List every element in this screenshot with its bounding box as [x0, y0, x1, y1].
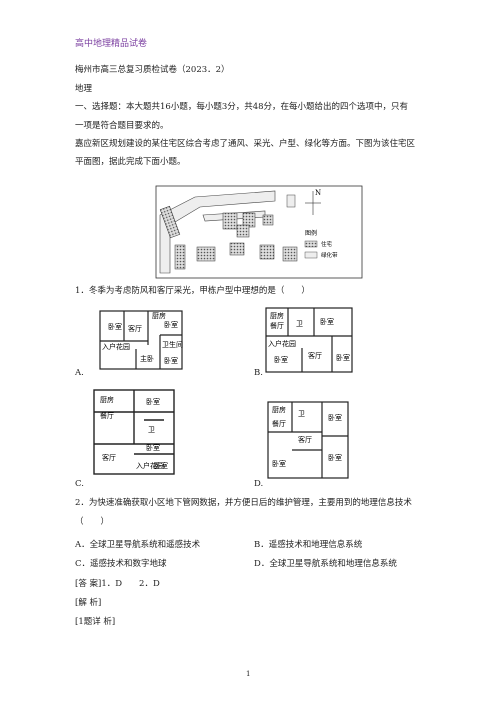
svg-text:入户花园: 入户花园 [136, 461, 164, 470]
svg-text:客厅: 客厅 [298, 435, 312, 444]
question-1: 1．冬季为考虑防风和客厅采光，甲栋户型中理想的是（ ） [75, 286, 310, 296]
svg-text:厨房: 厨房 [152, 311, 166, 320]
svg-text:餐厅: 餐厅 [270, 321, 284, 330]
svg-text:卧室: 卧室 [272, 459, 286, 468]
analysis-label: [解 析] [75, 598, 102, 608]
legend-item-0: 住宅 [321, 240, 333, 248]
intro-1: 嘉应新区规划建设的某住宅区综合考虑了通风、采光、户型、绿化等方面。下图为该住宅区 [75, 139, 416, 149]
detail-label: [1题详 析] [75, 617, 116, 627]
exam-title: 梅州市高三总复习质检试卷（2023．2） [75, 65, 230, 75]
svg-text:卫生间: 卫生间 [162, 340, 183, 349]
answer-line: [答 案]1．D 2．D [75, 579, 160, 589]
residential-map: N 图例 住宅 绿化带 [155, 185, 363, 279]
svg-text:餐厅: 餐厅 [272, 419, 286, 428]
intro-2: 平面图，据此完成下面小题。 [75, 157, 186, 167]
page-number: 1 [246, 670, 251, 678]
q2-option-b[interactable]: B．遥感技术和地理信息系统 [254, 540, 363, 550]
floor-plan-d: 厨房 卫 餐厅 卧室 客厅 卧室 卧室 [267, 401, 349, 479]
floor-plan-c: 厨房 餐厅 卧室 卫 客厅 卧室 入户花园 卧室 [93, 389, 175, 475]
q2-option-a[interactable]: A．全球卫星导航系统和遥感技术 [75, 540, 201, 550]
legend-title: 图例 [305, 229, 317, 237]
svg-text:卧室: 卧室 [146, 397, 160, 406]
floor-plan-b: 厨房 餐厅 卫 卧室 入户花园 客厅 卧室 卧室 [265, 307, 353, 373]
svg-text:厨房: 厨房 [272, 405, 286, 414]
question-2: 2．为快速准确获取小区地下管网数据，并方便日后的维护管理，主要用到的地理信息技术 [75, 498, 412, 508]
svg-text:入户花园: 入户花园 [102, 342, 130, 351]
svg-text:卧室: 卧室 [164, 320, 178, 329]
section-instructions-1: 一、选择题：本大题共16小题，每小题3分，共48分，在每小题给出的四个选项中，只… [75, 102, 409, 112]
svg-text:客厅: 客厅 [102, 453, 116, 462]
svg-text:卧室: 卧室 [274, 355, 288, 364]
question-2-paren: （ ） [75, 517, 110, 527]
svg-text:卧室: 卧室 [336, 353, 350, 362]
svg-text:餐厅: 餐厅 [100, 411, 114, 420]
svg-text:卧室: 卧室 [146, 443, 160, 452]
svg-text:卧室: 卧室 [320, 317, 334, 326]
option-a-label[interactable]: A. [75, 368, 84, 378]
legend-item-1: 绿化带 [321, 251, 338, 259]
header-title: 高中地理精品试卷 [75, 39, 148, 49]
q2-option-d[interactable]: D．全球卫星导航系统和地理信息系统 [254, 559, 397, 569]
svg-text:入户花园: 入户花园 [268, 339, 296, 348]
svg-text:卧室: 卧室 [328, 413, 342, 422]
svg-text:卧室: 卧室 [108, 322, 122, 331]
svg-text:厨房: 厨房 [100, 395, 114, 404]
svg-text:厨房: 厨房 [270, 311, 284, 320]
option-c-label[interactable]: C. [75, 479, 84, 489]
q2-option-c[interactable]: C．遥感技术和数字地球 [75, 559, 167, 569]
svg-text:卫: 卫 [298, 410, 305, 418]
option-d-label[interactable]: D. [254, 479, 264, 489]
svg-text:卧室: 卧室 [328, 453, 342, 462]
svg-text:客厅: 客厅 [128, 324, 142, 333]
floor-plan-a: 厨房 卧室 客厅 卧室 卫生间 入户花园 主卧 卧室 [99, 310, 183, 370]
svg-text:卫: 卫 [148, 426, 155, 434]
subject: 地理 [75, 84, 93, 94]
svg-text:卧室: 卧室 [164, 356, 178, 365]
svg-text:主卧: 主卧 [140, 354, 154, 363]
option-b-label[interactable]: B. [254, 368, 263, 378]
svg-text:卧室: 卧室 [154, 461, 168, 470]
section-instructions-2: 一项是符合题目要求的。 [75, 121, 169, 131]
svg-text:客厅: 客厅 [308, 351, 322, 360]
north-label: N [315, 189, 321, 197]
svg-text:卫: 卫 [296, 320, 303, 328]
